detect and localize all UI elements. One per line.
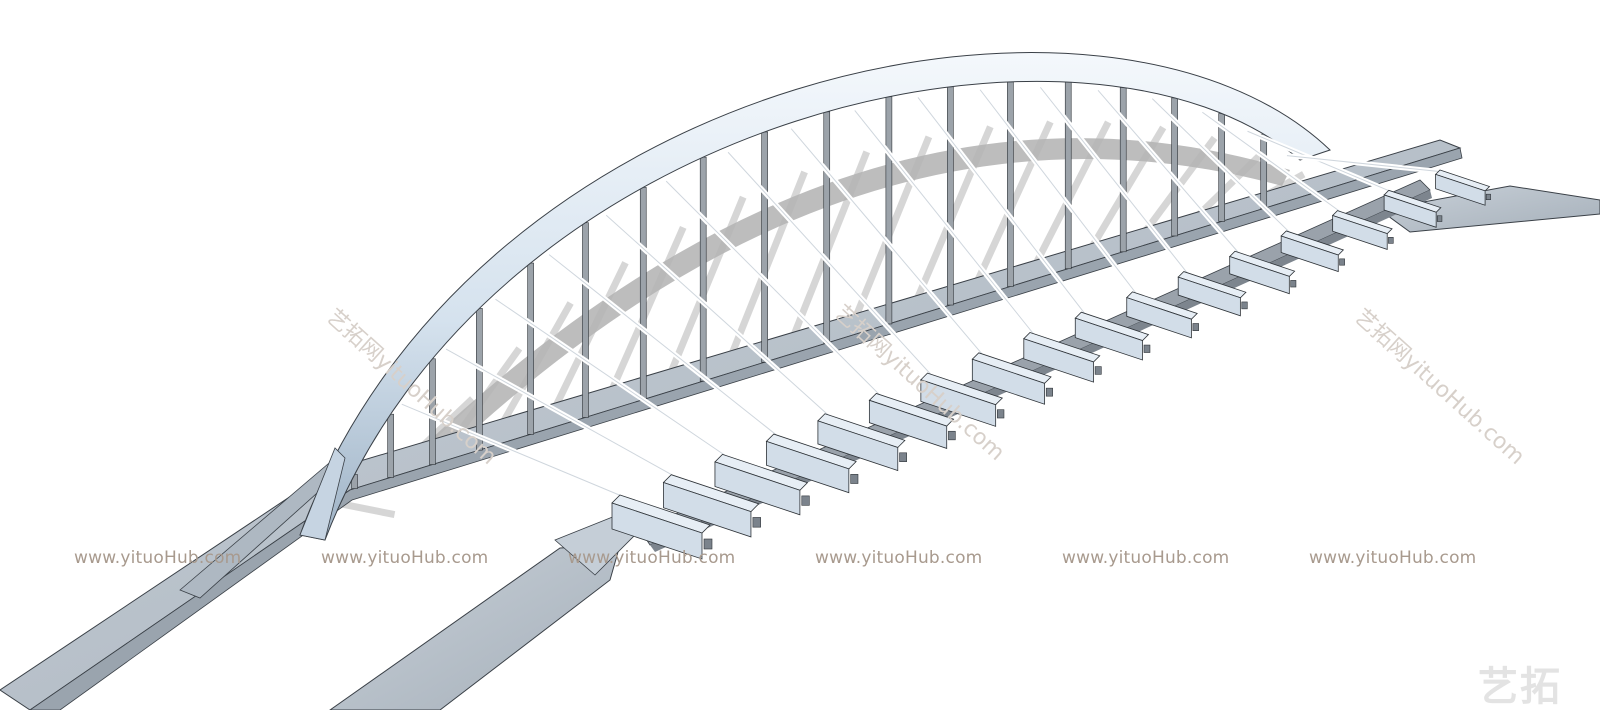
crossbeam-side (920, 379, 997, 427)
crossbeam-end (997, 409, 1005, 419)
crossbeam-end (1143, 344, 1151, 353)
crossbeam-end (948, 430, 956, 441)
stay-cable-edge (1040, 87, 1189, 274)
stay-cable-edge (854, 110, 1035, 335)
hanger-rod (1119, 87, 1127, 253)
hanger-rod (387, 413, 394, 478)
crossbeam (1331, 210, 1394, 250)
watermark-row: www.yituoHub.com www.yituoHub.com www.yi… (0, 548, 1600, 570)
crossbeam-side (1177, 276, 1241, 317)
crossbeam-side (663, 481, 752, 538)
crossbeam (1177, 271, 1248, 317)
stay-cable-edge (1097, 90, 1240, 254)
hanger-rod (1007, 81, 1014, 287)
crossbeam (765, 433, 859, 494)
crossbeam-side (1383, 194, 1437, 228)
crossbeam (1228, 250, 1297, 295)
crossbeam-side (817, 420, 899, 472)
crossbeam-side (1126, 297, 1192, 339)
crossbeams (611, 169, 1491, 560)
crossbeam-side (1074, 317, 1143, 361)
crossbeam-side (1229, 255, 1290, 295)
crossbeam-side (1332, 214, 1388, 250)
hanger-rod (699, 156, 707, 382)
stay-cable-edge (495, 298, 727, 457)
stay-cable-edge (445, 348, 676, 478)
stay-cable-edge (917, 97, 1086, 315)
crossbeam-side (1280, 235, 1339, 273)
stay-cable-edge (790, 128, 984, 356)
hanger-rod (582, 222, 589, 418)
crossbeam (1074, 311, 1151, 361)
crossbeam (1383, 189, 1443, 228)
watermark-text: www.yituoHub.com (74, 548, 242, 568)
crossbeam (662, 474, 761, 538)
crossbeam-side (611, 502, 703, 560)
crossbeam (971, 352, 1053, 405)
crossbeam-side (971, 358, 1046, 405)
crossbeam-side (1435, 173, 1486, 206)
crossbeam (714, 453, 810, 516)
crossbeam-side (714, 461, 801, 516)
stay-cable-edge (727, 151, 932, 376)
watermark-text: www.yituoHub.com (568, 548, 736, 568)
hanger-rod (639, 187, 647, 400)
watermark-text: www.yituoHub.com (815, 548, 983, 568)
crossbeam-end (752, 517, 761, 528)
stay-cable-edge (1151, 98, 1291, 234)
watermark-text: www.yituoHub.com (1062, 548, 1230, 568)
stay-cable-edge (1247, 130, 1393, 193)
crossbeam-end (1339, 258, 1345, 266)
crossbeam-end (801, 495, 810, 506)
hanger-rod (947, 86, 954, 306)
crossbeam (1126, 291, 1199, 339)
crossbeam (868, 392, 956, 449)
crossbeam (920, 372, 1005, 427)
hanger-rod (761, 131, 768, 363)
crossbeam (1434, 169, 1491, 206)
crossbeam-end (850, 474, 859, 484)
stay-cable-edge (1286, 155, 1445, 173)
crossbeam-end (1192, 323, 1199, 331)
crossbeam-side (868, 399, 948, 449)
hanger-rod (885, 96, 893, 325)
crossbeam-end (1094, 366, 1102, 375)
crossbeam-end (1388, 237, 1394, 244)
site-logo: 艺拓 (1478, 664, 1562, 710)
arch-rib (299, 52, 1331, 541)
crossbeam (817, 413, 907, 472)
crossbeam-end (703, 538, 713, 550)
hanger-rod (823, 111, 831, 344)
crossbeam-end (1485, 193, 1491, 200)
stay-cable-edge (605, 214, 830, 417)
stay-cables (400, 85, 1445, 500)
watermark-text: www.yituoHub.com (1309, 548, 1477, 568)
stay-cable-edge (979, 89, 1137, 295)
crossbeam-end (1241, 301, 1248, 310)
crossbeam (611, 494, 713, 560)
crossbeam (1023, 332, 1102, 383)
crossbeam-end (1437, 215, 1443, 222)
stay-cable-edge (1202, 111, 1342, 214)
crossbeam-side (1023, 338, 1094, 383)
watermark-text: www.yituoHub.com (321, 548, 489, 568)
hanger-rod (1260, 133, 1268, 209)
crossbeam-end (1290, 280, 1297, 288)
hanger-rod (1064, 81, 1072, 270)
stay-cable-edge (401, 403, 625, 498)
hanger-rod (527, 262, 534, 435)
stay-cable-edge (548, 254, 779, 437)
crossbeam-side (766, 440, 850, 494)
stay-cable-edge (665, 180, 881, 396)
crossbeam-end (1045, 387, 1053, 397)
crossbeam (1280, 230, 1345, 273)
crossbeam-end (899, 452, 907, 462)
